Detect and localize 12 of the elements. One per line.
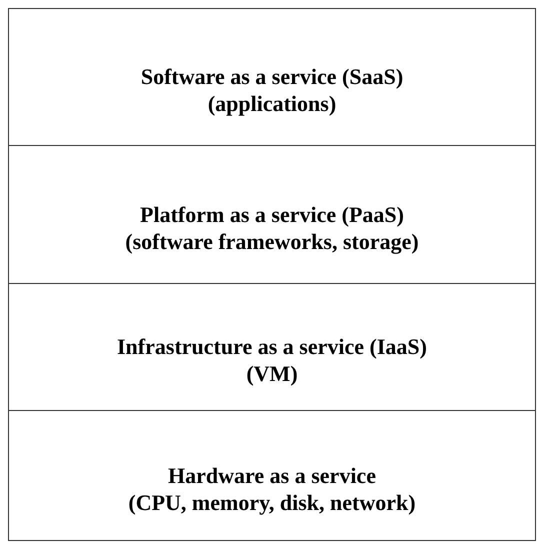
layer-title: Hardware as a service: [168, 462, 376, 488]
layer-title: Infrastructure as a service (IaaS): [117, 333, 427, 360]
layer-title: Software as a service (SaaS): [140, 63, 404, 90]
layer-description: (CPU, memory, disk, network): [128, 488, 416, 516]
layer-box: [8, 145, 536, 284]
layer-description: (software frameworks, storage): [125, 228, 419, 254]
layer-description: (applications): [208, 90, 336, 117]
layer-title: Platform as a service (PaaS): [140, 200, 404, 228]
layer-box: [8, 283, 536, 411]
layer-box: [8, 8, 536, 146]
layer-description: (VM): [246, 360, 298, 387]
layer-box: [8, 410, 536, 541]
